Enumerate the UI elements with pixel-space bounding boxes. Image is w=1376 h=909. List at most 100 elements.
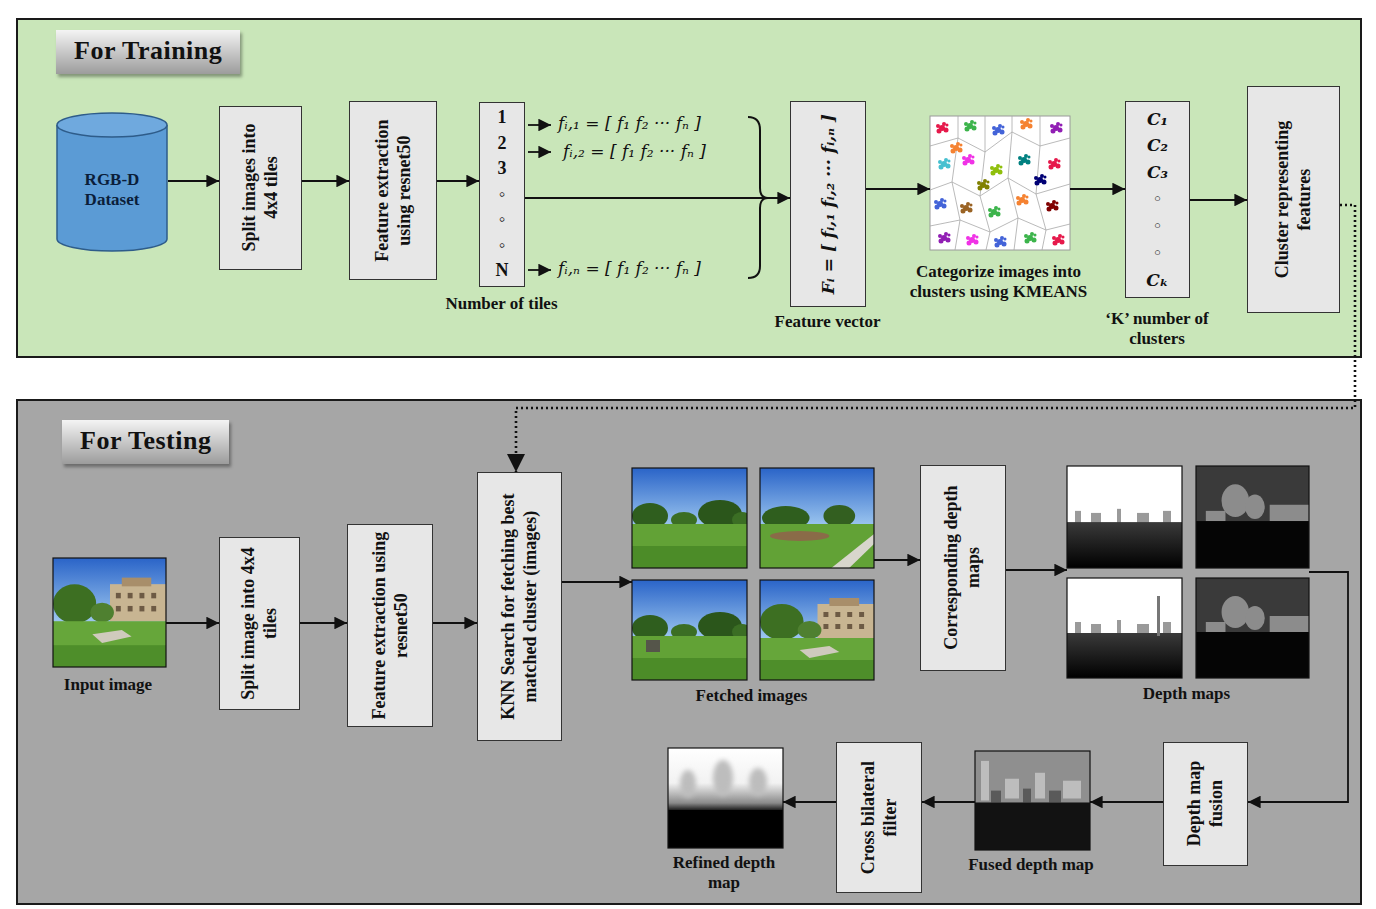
list-item: C₂: [1147, 135, 1168, 155]
list-item: Cₖ: [1146, 270, 1168, 290]
list-item: C₁: [1147, 109, 1168, 129]
illustration-part: [930, 116, 1070, 250]
illustration-part: [994, 236, 1007, 248]
arrow-connector: [1248, 572, 1348, 802]
illustration-part: [975, 751, 1090, 850]
illustration-part: [938, 158, 951, 170]
list-item: ◦: [1152, 189, 1162, 209]
illustration-part: [57, 113, 167, 137]
illustration-part: [930, 116, 1070, 250]
node-caption: Input image: [38, 675, 178, 695]
panel-heading: For Training: [56, 30, 240, 74]
node-label: RGB-D Dataset: [62, 154, 162, 211]
node-label: Feature extraction using resnet50: [371, 108, 414, 273]
arrow-connector: [168, 180, 219, 182]
node-label: Split image into 4x4 tiles: [238, 544, 281, 703]
illustration-part: [760, 468, 874, 568]
list-item: 2: [498, 133, 507, 155]
node-content: Cluster representing features: [1248, 87, 1339, 312]
process-box: Depth map fusion: [1163, 742, 1248, 866]
depth-map-image: Fused depth map: [975, 751, 1090, 850]
illustration-part: [1196, 466, 1309, 568]
node-caption: Feature vector: [743, 312, 913, 332]
node-content: Fᵢ = [ fᵢ,₁ fᵢ,₂ ··· fᵢ,ₙ ]: [791, 102, 865, 306]
illustration-part: [1196, 466, 1309, 568]
arrow-connector: [1006, 569, 1067, 571]
testing-panel: For TestingInput image Split image into 4…: [16, 399, 1362, 905]
node-content: C₁ C₂ C₃ ◦ ◦ ◦ Cₖ: [1126, 102, 1189, 297]
arrow-connector: [300, 622, 347, 624]
illustration-part: [992, 124, 1005, 136]
list-item: ◦: [1152, 216, 1162, 236]
node-caption: Refined depth map: [659, 853, 789, 892]
node-label: Split images into 4x4 tiles: [239, 113, 282, 263]
node-caption: Fused depth map: [966, 855, 1096, 875]
illustration-part: [528, 151, 551, 153]
illustration-part: [1196, 578, 1309, 678]
arrow-connector: [1090, 801, 1163, 803]
illustration-part: [1067, 578, 1182, 678]
node-content: Depth map fusion: [1164, 743, 1247, 865]
node-content: Feature extraction using resnet50: [348, 525, 432, 726]
illustration-part: [977, 179, 990, 191]
node-content: [632, 468, 874, 680]
cluster-image: Categorize images into clusters using KM…: [930, 116, 1070, 250]
arrow-connector: [1070, 188, 1125, 190]
arrow-connector: [433, 622, 477, 624]
node-label: Depth map fusion: [1184, 749, 1227, 859]
process-box: Feature extraction using resnet50: [349, 101, 437, 280]
feature-vector-box: Fᵢ = [ fᵢ,₁ fᵢ,₂ ··· fᵢ,ₙ ]Feature vecto…: [790, 101, 866, 307]
process-box: Cross bilateral filter: [836, 742, 922, 893]
node-caption: Categorize images into clusters using KM…: [904, 262, 1094, 301]
node-content: 123◦◦◦N: [480, 103, 524, 286]
list-item: ◦: [499, 184, 505, 206]
illustration-part: [632, 580, 747, 680]
illustration-part: [632, 468, 752, 568]
arrow-connector: [874, 559, 920, 561]
equation-label: fᵢ,₁ = [ f₁ f₂ ··· fₙ ]: [558, 113, 701, 133]
illustration-part: [1067, 466, 1182, 568]
process-box: Feature extraction using resnet50: [347, 524, 433, 727]
illustration-part: [646, 640, 660, 652]
illustration-part: [975, 751, 1090, 850]
node-content: [53, 558, 166, 667]
arrow-connector: [783, 801, 836, 803]
arrow-connector: [922, 801, 975, 803]
illustration-part: [1067, 466, 1182, 568]
illustration-part: [990, 164, 1003, 176]
node-content: KNN Search for fetching best matched clu…: [478, 473, 561, 740]
arrow-connector: [166, 622, 219, 624]
node-label: Fᵢ = [ fᵢ,₁ fᵢ,₂ ··· fᵢ,ₙ ]: [818, 108, 838, 300]
illustration-part: [930, 218, 1070, 232]
illustration-part: [1016, 194, 1029, 206]
illustration-part: [936, 122, 949, 134]
illustration-part: [1008, 116, 1018, 250]
depth-map-grid: Depth maps: [1067, 466, 1309, 678]
list-item: 3: [498, 158, 507, 180]
illustration-part: [930, 178, 1070, 196]
node-content: [1067, 466, 1309, 678]
node-content: [668, 748, 783, 848]
illustration-part: [1052, 234, 1065, 246]
node-caption: ‘K’ number of clusters: [1082, 309, 1232, 348]
node-content: Corresponding depth maps: [921, 466, 1005, 670]
arrow-connector: [437, 180, 479, 182]
node-label: Feature extraction using resnet50: [368, 531, 411, 720]
illustration-part: [966, 234, 979, 246]
panel-heading: For Testing: [62, 420, 229, 464]
list-item: C₃: [1147, 162, 1168, 182]
node-content: Split image into 4x4 tiles: [220, 538, 299, 709]
illustration-part: [952, 116, 960, 250]
arrow-connector: [1190, 199, 1247, 201]
illustration-part: [930, 132, 1070, 152]
node-caption: Depth maps: [1087, 684, 1287, 704]
process-box: Split image into 4x4 tiles: [219, 537, 300, 710]
list-item: ◦: [499, 235, 505, 257]
node-label: Corresponding depth maps: [941, 472, 984, 664]
dataset-cylinder: RGB-D Dataset: [56, 112, 168, 252]
illustration-part: [1018, 154, 1031, 166]
illustration-part: [668, 748, 783, 848]
list-item: ◦: [1152, 243, 1162, 263]
node-label: Cross bilateral filter: [857, 749, 900, 886]
